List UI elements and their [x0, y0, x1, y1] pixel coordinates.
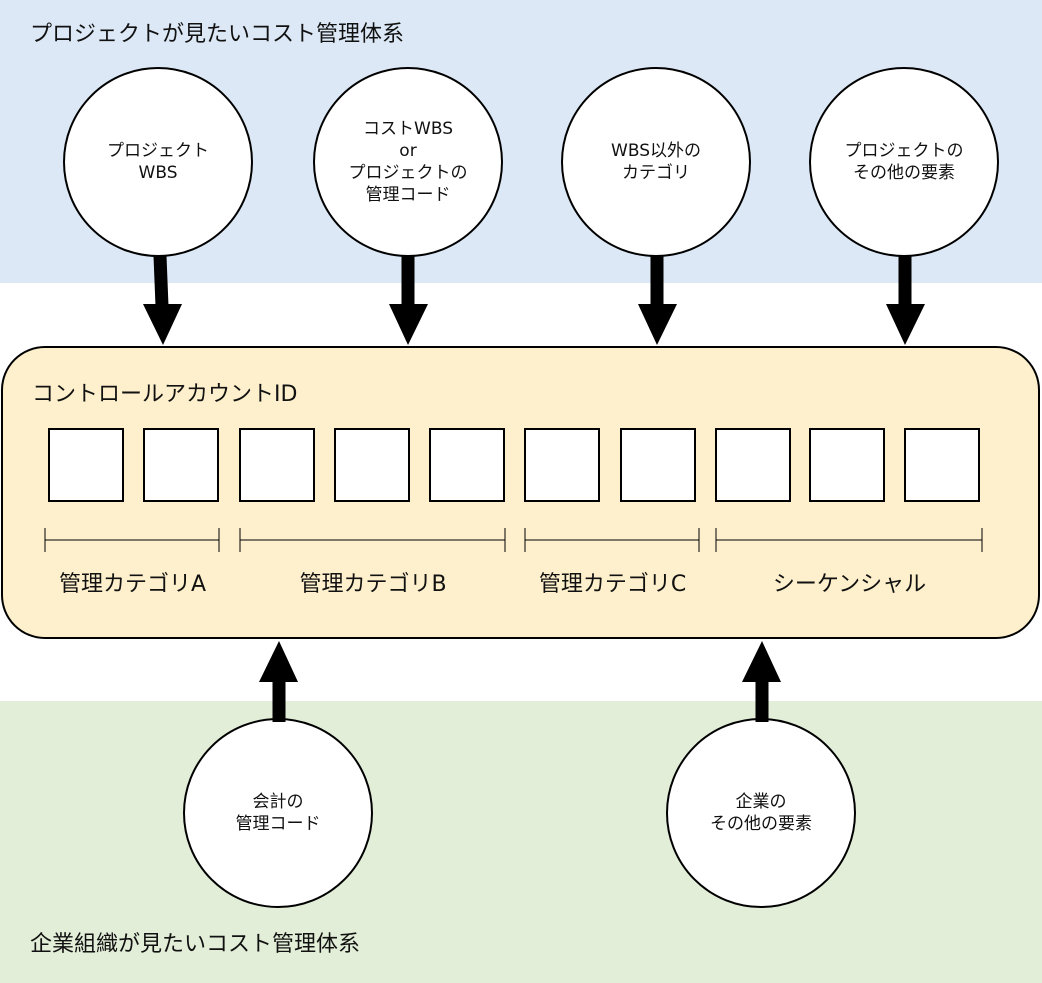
- category-a-label: 管理カテゴリA: [58, 572, 207, 597]
- enterprise-view-title: 企業組織が見たいコスト管理体系: [30, 932, 361, 957]
- id-slot: [429, 428, 505, 502]
- id-slot: [334, 428, 410, 502]
- id-slot: [715, 428, 791, 502]
- id-slot: [524, 428, 600, 502]
- id-slot: [143, 428, 219, 502]
- circle-text-line: WBS: [138, 163, 178, 183]
- circle-text-line: プロジェクト: [107, 141, 209, 161]
- circle-text-line: その他の要素: [710, 814, 812, 834]
- circle-text-line: 管理コード: [235, 814, 321, 834]
- circle-text-line: 会計の: [252, 792, 304, 812]
- sequential-label: シーケンシャル: [772, 572, 927, 597]
- enterprise-view-band: [0, 701, 1042, 983]
- id-slot: [904, 428, 980, 502]
- id-slot: [239, 428, 315, 502]
- circle-text-line: コストWBS: [363, 119, 453, 139]
- id-slot: [48, 428, 124, 502]
- id-slot: [809, 428, 885, 502]
- circle-text-line: WBS以外の: [611, 141, 701, 161]
- circle-text-line: プロジェクトの: [348, 163, 468, 183]
- circle-text-line: カテゴリ: [622, 163, 690, 183]
- circle-text-line: その他の要素: [853, 163, 955, 183]
- category-c-label: 管理カテゴリC: [538, 572, 687, 597]
- circle-text-line: 管理コード: [365, 185, 451, 205]
- id-slot: [620, 428, 696, 502]
- circle-text-line: or: [399, 141, 417, 161]
- project-wbs-circle: プロジェクト WBS: [63, 67, 253, 257]
- control-account-title: コントロールアカウントID: [32, 382, 298, 407]
- project-view-title: プロジェクトが見たいコスト管理体系: [30, 22, 405, 47]
- non-wbs-category-circle: WBS以外の カテゴリ: [561, 67, 751, 257]
- accounting-code-circle: 会計の 管理コード: [183, 718, 373, 908]
- project-other-elements-circle: プロジェクトの その他の要素: [809, 67, 999, 257]
- category-b-label: 管理カテゴリB: [299, 572, 447, 597]
- enterprise-other-elements-circle: 企業の その他の要素: [666, 718, 856, 908]
- cost-wbs-circle: コストWBS or プロジェクトの 管理コード: [313, 67, 503, 257]
- circle-text-line: 企業の: [735, 792, 787, 812]
- circle-text-line: プロジェクトの: [844, 141, 964, 161]
